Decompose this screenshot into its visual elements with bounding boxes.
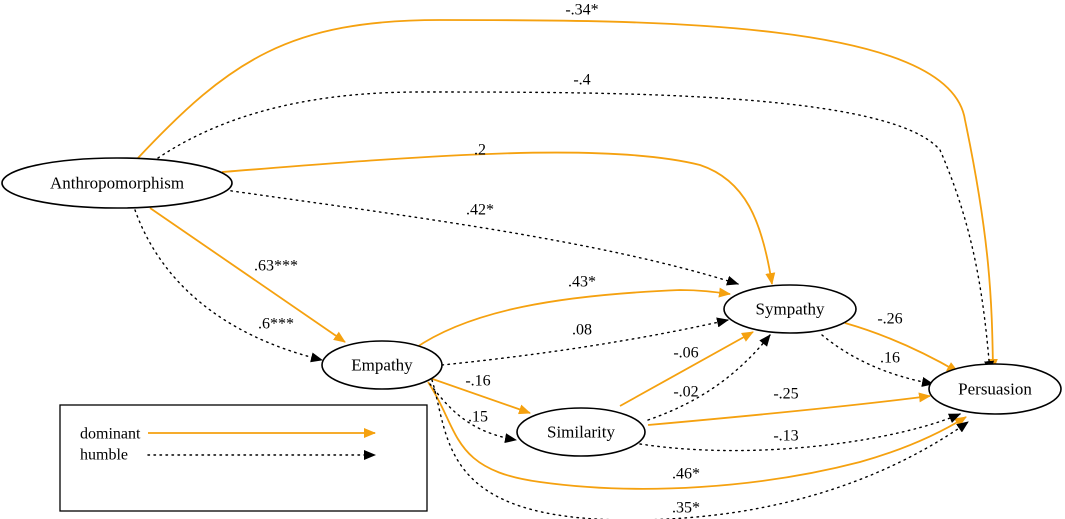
label-empathy-similarity-humble: .15	[468, 409, 488, 426]
node-label-anthropomorphism: Anthropomorphism	[50, 174, 184, 193]
legend-label-humble: humble	[80, 447, 128, 464]
label-similarity-sympathy-humble: -.02	[673, 384, 698, 401]
label-anthropomorphism-sympathy-humble: .42*	[466, 202, 494, 219]
edge-sympathy-persuasion-dominant	[844, 322, 959, 373]
edge-similarity-persuasion-humble	[639, 413, 961, 452]
node-label-empathy: Empathy	[351, 356, 413, 375]
edge-empathy-persuasion-humble	[431, 379, 969, 519]
label-empathy-persuasion-humble: .35*	[672, 500, 700, 517]
edge-anthropomorphism-sympathy-dominant	[221, 151, 776, 285]
edge-similarity-sympathy-dominant	[619, 331, 754, 407]
legend-label-dominant: dominant	[80, 426, 141, 443]
label-sympathy-persuasion-dominant: -.26	[877, 311, 902, 328]
edge-empathy-similarity-dominant	[423, 375, 531, 415]
label-sympathy-persuasion-humble: .16	[880, 350, 900, 367]
label-anthropomorphism-persuasion-dominant: -.34*	[565, 2, 598, 19]
node-label-persuasion: Persuasion	[958, 380, 1032, 399]
edge-empathy-persuasion-dominant	[427, 381, 967, 490]
edge-anthropomorphism-persuasion-dominant	[137, 19, 998, 371]
label-similarity-sympathy-dominant: -.06	[673, 345, 698, 362]
label-similarity-persuasion-humble: -.13	[773, 428, 798, 445]
node-persuasion: Persuasion	[928, 363, 1062, 415]
edge-similarity-persuasion-dominant	[647, 392, 931, 426]
label-similarity-persuasion-dominant: -.25	[773, 386, 798, 403]
node-sympathy: Sympathy	[723, 284, 857, 334]
node-label-sympathy: Sympathy	[756, 300, 825, 319]
edge-empathy-sympathy-humble	[441, 317, 729, 366]
label-anthropomorphism-empathy-dominant: .63***	[254, 258, 298, 275]
edge-empathy-similarity-humble	[429, 383, 517, 444]
edge-sympathy-persuasion-humble	[821, 334, 934, 387]
node-similarity: Similarity	[516, 407, 646, 457]
legend: dominant humble	[59, 404, 428, 512]
edge-similarity-sympathy-humble	[647, 334, 771, 421]
label-empathy-sympathy-dominant: .43*	[568, 274, 596, 291]
label-empathy-sympathy-humble: .08	[572, 322, 592, 339]
edge-anthropomorphism-empathy-dominant	[149, 207, 346, 343]
label-empathy-persuasion-dominant: .46*	[672, 466, 700, 483]
label-empathy-similarity-dominant: -.16	[465, 373, 490, 390]
label-anthropomorphism-persuasion-humble: -.4	[573, 72, 590, 89]
node-empathy: Empathy	[321, 340, 443, 390]
edge-anthropomorphism-persuasion-humble	[157, 91, 995, 373]
edge-anthropomorphism-empathy-humble	[134, 209, 323, 363]
edge-empathy-sympathy-dominant	[413, 287, 731, 350]
node-label-similarity: Similarity	[547, 423, 616, 442]
label-anthropomorphism-empathy-humble: .6***	[258, 316, 294, 333]
node-anthropomorphism: Anthropomorphism	[1, 157, 233, 209]
label-anthropomorphism-sympathy-dominant: .2	[474, 142, 486, 159]
